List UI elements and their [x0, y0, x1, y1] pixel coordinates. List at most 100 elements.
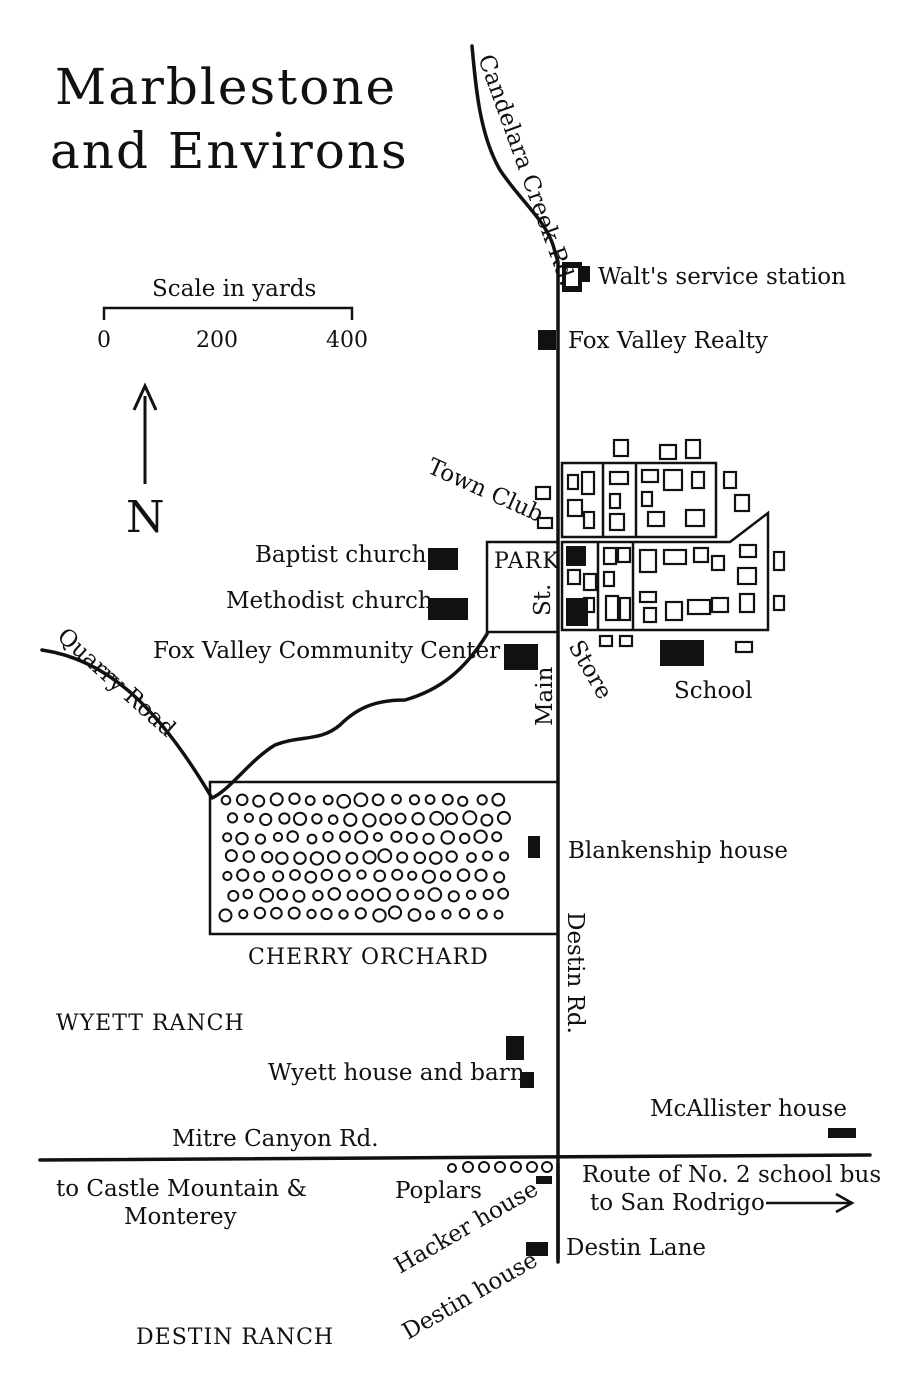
- methodist-church-label: Methodist church: [226, 588, 433, 614]
- orchard-tree: [429, 810, 445, 826]
- orchard-tree: [491, 831, 503, 843]
- orchard-tree: [371, 793, 385, 807]
- orchard-tree: [253, 906, 267, 920]
- orchard-tree: [289, 869, 301, 881]
- town-blocks: [485, 461, 770, 634]
- blankenship-house-label: Blankenship house: [568, 838, 788, 864]
- orchard-tree: [354, 830, 369, 845]
- orchard-tree: [287, 906, 301, 920]
- community-center-label: Fox Valley Community Center: [153, 638, 500, 664]
- street-abbrev-label: St.: [530, 584, 556, 616]
- scale-bar: Scale in yards 0 200 400: [97, 276, 368, 353]
- orchard-tree: [242, 850, 256, 863]
- orchard-tree: [458, 907, 471, 920]
- orchard-tree: [373, 869, 387, 883]
- orchard-tree: [345, 851, 359, 865]
- wyett-house-label: Wyett house and barn: [268, 1060, 525, 1086]
- orchard-tree: [414, 889, 425, 900]
- orchard-tree: [424, 794, 436, 805]
- orchard-tree: [326, 850, 341, 864]
- orchard-tree: [405, 831, 418, 844]
- orchard-tree: [242, 888, 254, 900]
- orchard-tree: [482, 850, 493, 862]
- bus-route-arrow-icon: [766, 1192, 855, 1214]
- orchard-tree: [445, 812, 458, 826]
- orchard-tree: [429, 851, 443, 865]
- orchard-tree: [497, 887, 510, 900]
- orchard-tree: [327, 887, 342, 901]
- orchard-tree: [320, 868, 333, 882]
- orchard-tree: [261, 851, 274, 864]
- san-rodrigo-label: to San Rodrigo: [590, 1190, 765, 1216]
- orchard-tree: [288, 792, 301, 805]
- orchard-tree: [441, 793, 454, 806]
- orchard-tree: [441, 909, 452, 920]
- orchard-tree: [339, 830, 351, 843]
- orchard-tree: [222, 870, 233, 882]
- orchard-tree: [338, 909, 349, 920]
- orchard-tree: [322, 794, 334, 806]
- scale-caption: Scale in yards: [152, 276, 316, 302]
- orchard-tree: [272, 831, 284, 843]
- orchard-tree: [336, 793, 352, 809]
- orchard-tree: [457, 795, 469, 807]
- town-block-north: [560, 461, 718, 539]
- north-arrow-icon: [132, 382, 158, 484]
- orchard-tree: [372, 908, 387, 923]
- scale-tick-400: 400: [326, 328, 368, 353]
- mitre-canyon-road-line: [38, 1153, 872, 1162]
- wyett-ranch-label: WYETT RANCH: [56, 1011, 245, 1036]
- town-club-label: Town Club: [424, 454, 548, 528]
- orchard-tree: [411, 812, 425, 826]
- orchard-tree: [496, 810, 511, 825]
- orchard-tree: [387, 905, 403, 920]
- orchard-tree: [243, 812, 254, 823]
- quarry-road-line: [40, 632, 489, 800]
- orchard-tree: [456, 868, 471, 883]
- orchard-tree: [253, 870, 266, 883]
- orchard-tree: [407, 870, 418, 881]
- orchard-tree: [327, 814, 339, 826]
- orchard-tree: [447, 890, 460, 903]
- orchard-tree: [466, 852, 477, 863]
- baptist-church-building: [428, 548, 458, 570]
- orchard-tree: [473, 829, 488, 844]
- poplar-trees: [447, 1161, 553, 1173]
- orchard-tree: [362, 850, 377, 865]
- north-label: N: [126, 492, 167, 543]
- school-building: [660, 640, 704, 666]
- orchard-tree: [338, 869, 351, 883]
- orchard-tree: [343, 812, 358, 827]
- orchard-tree: [238, 909, 249, 920]
- orchard-tree: [278, 812, 291, 825]
- town-houses: [534, 438, 786, 654]
- orchard-tree: [286, 830, 300, 843]
- orchard-tree: [259, 812, 273, 827]
- baptist-church-label: Baptist church: [255, 542, 427, 568]
- orchard-tree: [394, 812, 407, 825]
- orchard-tree: [293, 851, 307, 865]
- main-street-label: Main: [532, 666, 558, 726]
- orchard-tree: [235, 831, 249, 846]
- castle-mountain-label: to Castle Mountain &: [56, 1176, 307, 1202]
- orchard-tree: [379, 813, 393, 826]
- destin-lane-label: Destin Lane: [566, 1235, 706, 1261]
- orchard-tree: [292, 811, 308, 826]
- map-title-line1: Marblestone: [55, 58, 397, 116]
- orchard-tree: [356, 869, 367, 880]
- destin-road-label: Destin Rd.: [562, 912, 588, 1034]
- destin-house-building: [526, 1242, 548, 1256]
- park-block: [485, 540, 560, 634]
- orchard-tree: [493, 909, 504, 920]
- orchard-tree: [272, 870, 285, 883]
- orchard-trees: [218, 792, 511, 923]
- orchard-tree: [220, 794, 232, 806]
- walts-station-building: [562, 262, 582, 292]
- orchard-tree: [306, 833, 318, 845]
- orchard-tree: [459, 832, 471, 845]
- solid-buildings: [428, 262, 856, 1256]
- walts-station-label: Walt's service station: [598, 264, 846, 290]
- orchard-tree: [391, 868, 404, 881]
- orchard-tree: [422, 832, 435, 845]
